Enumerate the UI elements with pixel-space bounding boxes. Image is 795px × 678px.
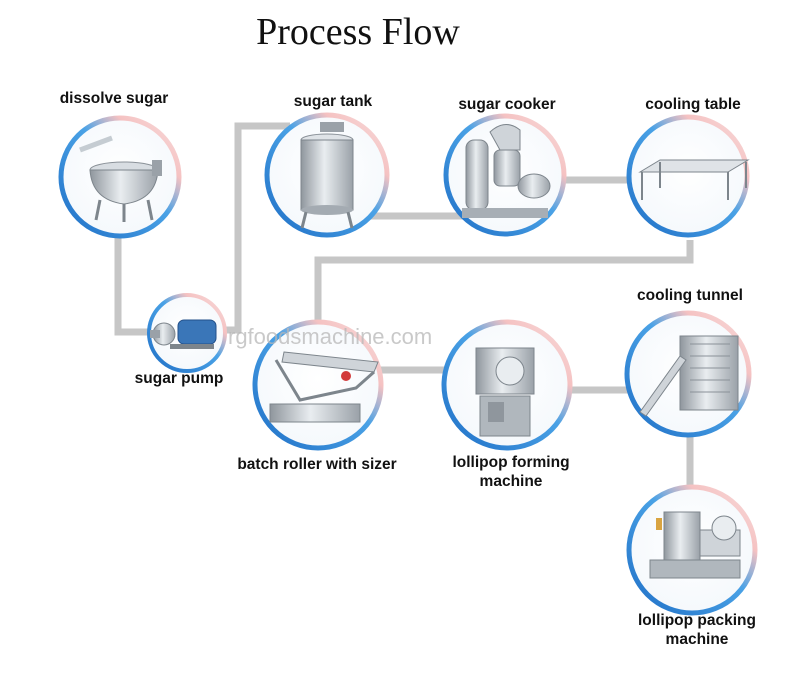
storage-tank-icon bbox=[300, 122, 354, 229]
step-sugar-pump: sugar pump bbox=[135, 293, 227, 387]
step-sugar-tank: sugar tank bbox=[264, 93, 390, 238]
pipe-pump-to-tank bbox=[218, 122, 290, 334]
page-title: Process Flow bbox=[256, 11, 460, 53]
step-label-line2: machine bbox=[480, 473, 543, 490]
step-label: lollipop forming bbox=[452, 454, 569, 471]
step-dissolve-sugar: dissolve sugar bbox=[58, 90, 182, 239]
step-label: batch roller with sizer bbox=[237, 456, 396, 473]
forming-machine-icon bbox=[475, 347, 535, 437]
connector-pipes bbox=[114, 122, 694, 492]
jacketed-kettle-icon bbox=[79, 135, 162, 222]
step-label: sugar tank bbox=[294, 93, 373, 110]
step-label: cooling tunnel bbox=[637, 287, 743, 304]
watermark: rgfoodsmachine.com bbox=[228, 324, 432, 349]
step-label-line2: machine bbox=[666, 631, 729, 648]
step-label: lollipop packing bbox=[638, 612, 756, 629]
step-lollipop-forming: lollipop forming machine bbox=[441, 319, 573, 490]
cooling-tunnel-icon bbox=[639, 335, 739, 417]
step-label: dissolve sugar bbox=[60, 90, 169, 107]
pipe-dissolve-to-pump bbox=[114, 230, 152, 336]
batch-roller-icon bbox=[269, 351, 379, 423]
step-label: sugar pump bbox=[135, 370, 224, 387]
step-cooling-tunnel: cooling tunnel bbox=[624, 287, 752, 438]
packing-machine-icon bbox=[649, 511, 741, 579]
step-cooling-table: cooling table bbox=[626, 96, 750, 238]
gear-pump-icon bbox=[150, 319, 217, 349]
cooling-table-icon bbox=[638, 159, 750, 200]
step-label: cooling table bbox=[645, 96, 741, 113]
step-sugar-cooker: sugar cooker bbox=[443, 96, 567, 237]
step-lollipop-packing: lollipop packing machine bbox=[626, 484, 758, 648]
pipe-table-to-roller bbox=[314, 240, 694, 322]
step-batch-roller: batch roller with sizer bbox=[237, 319, 397, 473]
step-label: sugar cooker bbox=[458, 96, 555, 113]
vacuum-cooker-icon bbox=[462, 124, 551, 218]
